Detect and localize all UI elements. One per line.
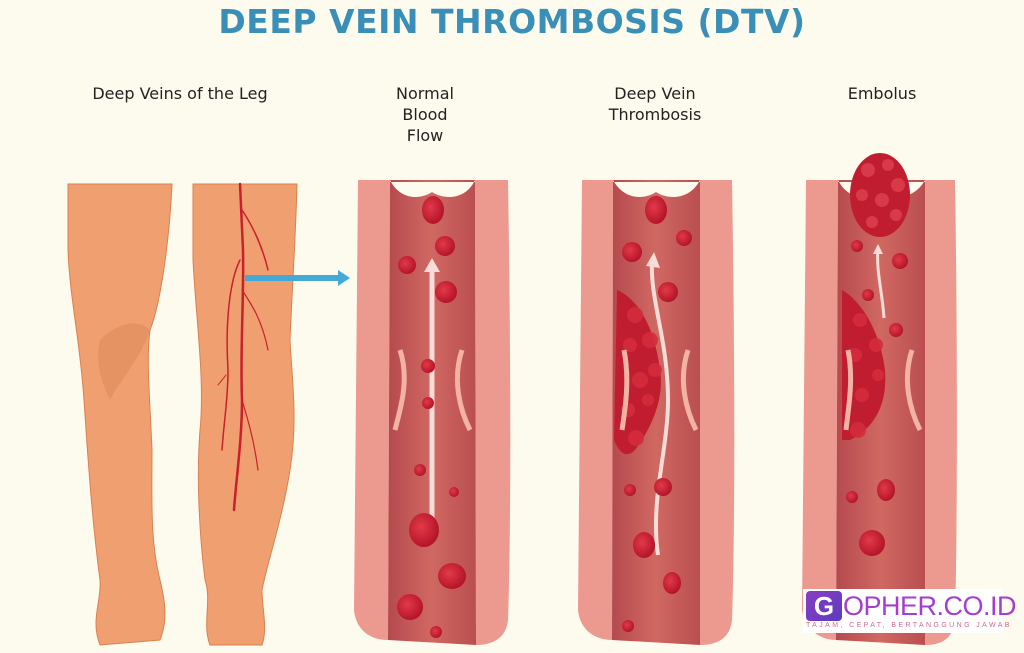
label-deep-veins: Deep Veins of the Leg bbox=[92, 84, 268, 103]
vessel-normal bbox=[354, 180, 511, 645]
leg-left bbox=[67, 183, 173, 646]
vessel-dvt bbox=[578, 180, 735, 645]
blue-arrow bbox=[245, 270, 350, 286]
label-dvt: Deep Vein Thrombosis bbox=[608, 84, 702, 124]
logo-name: OPHER.CO.ID bbox=[843, 591, 1017, 621]
label-embolus: Embolus bbox=[847, 84, 917, 103]
vessel-embolus bbox=[802, 153, 957, 645]
label-normal-blood-flow: Normal Blood Flow bbox=[396, 84, 454, 145]
leg-right bbox=[192, 183, 298, 646]
watermark-logo: G OPHER.CO.ID TAJAM, CEPAT, BERTANGGUNG … bbox=[803, 589, 1017, 633]
vein-network bbox=[217, 182, 269, 512]
logo-tagline: TAJAM, CEPAT, BERTANGGUNG JAWAB bbox=[806, 622, 1012, 629]
embolus-clot bbox=[850, 153, 910, 237]
logo-g-icon: G bbox=[806, 591, 842, 621]
page-title: DEEP VEIN THROMBOSIS (DTV) bbox=[218, 2, 806, 41]
